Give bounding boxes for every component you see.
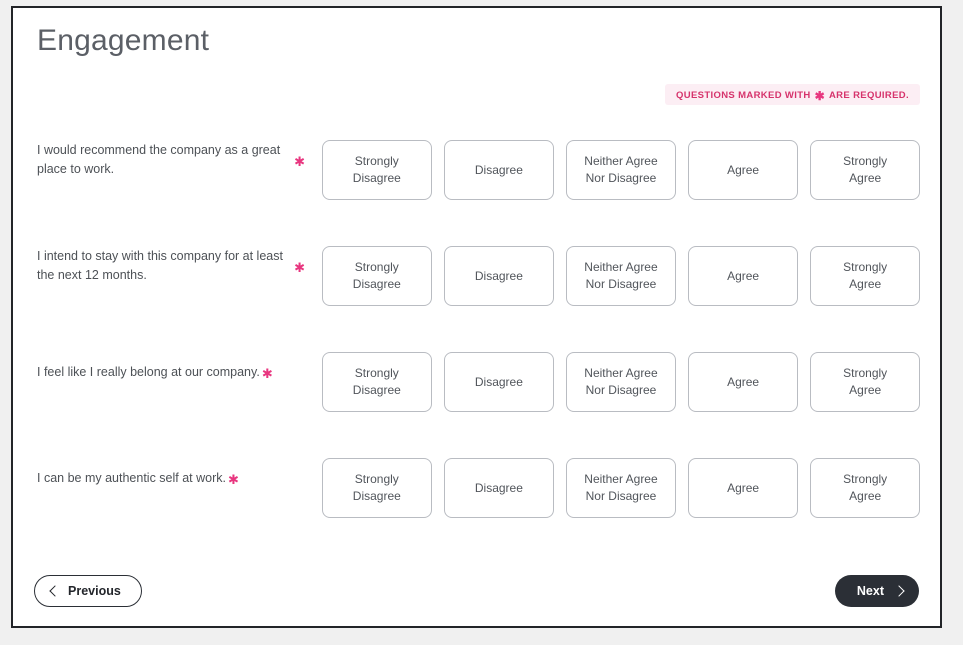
answer-options: Strongly Disagree Disagree Neither Agree <box>322 246 920 306</box>
question-label: I intend to stay with this company for a… <box>37 236 305 296</box>
option-agree[interactable]: Agree <box>688 458 798 518</box>
previous-button-label: Previous <box>68 584 121 598</box>
option-label-line1: Agree <box>727 268 760 283</box>
option-label-line2: Nor Disagree <box>585 489 657 503</box>
option-label-line2: Nor Disagree <box>585 383 657 397</box>
question-text: I feel like I really belong at our compa… <box>37 364 260 379</box>
required-notice-badge: QUESTIONS MARKED WITH ✱ ARE REQUIRED. <box>665 84 920 105</box>
chevron-right-icon <box>893 585 905 597</box>
question-label: I would recommend the company as a great… <box>37 130 305 190</box>
question-label: I feel like I really belong at our compa… <box>37 342 305 402</box>
option-label-line2: Disagree <box>352 171 401 185</box>
next-button[interactable]: Next <box>834 575 919 607</box>
option-label-line1: Agree <box>727 480 760 495</box>
option-label-line1: Neither Agree <box>584 366 658 380</box>
answer-options: Strongly Disagree Disagree Neither Agree <box>322 352 920 412</box>
asterisk-icon: ✱ <box>294 259 305 275</box>
option-label-line1: Strongly <box>843 154 888 168</box>
question-row: I can be my authentic self at work. ✱ St… <box>13 448 940 554</box>
question-text: I can be my authentic self at work. <box>37 470 226 485</box>
option-label-line1: Disagree <box>474 480 523 495</box>
option-label-line1: Neither Agree <box>584 260 658 274</box>
option-label-line1: Neither Agree <box>584 472 658 486</box>
option-label-line1: Disagree <box>474 162 523 177</box>
option-disagree[interactable]: Disagree <box>444 352 554 412</box>
option-label-line2: Disagree <box>352 383 401 397</box>
option-label-line2: Agree <box>849 277 882 291</box>
option-disagree[interactable]: Disagree <box>444 246 554 306</box>
question-row: I intend to stay with this company for a… <box>13 236 940 342</box>
question-text: I intend to stay with this company for a… <box>37 249 283 282</box>
answer-options: Strongly Disagree Disagree Neither Agree <box>322 140 920 200</box>
survey-footer: Previous Next <box>13 575 940 609</box>
option-label-line1: Strongly <box>354 260 399 274</box>
asterisk-icon: ✱ <box>294 153 305 169</box>
option-label-line1: Strongly <box>354 154 399 168</box>
chevron-left-icon <box>49 585 61 597</box>
option-label-line1: Strongly <box>843 472 888 486</box>
option-label-line2: Disagree <box>352 489 401 503</box>
option-label-line1: Neither Agree <box>584 154 658 168</box>
option-label-line1: Agree <box>727 374 760 389</box>
option-label-line2: Agree <box>849 489 882 503</box>
option-strongly-agree[interactable]: Strongly Agree <box>810 140 920 200</box>
question-list: I would recommend the company as a great… <box>13 130 940 554</box>
option-strongly-agree[interactable]: Strongly Agree <box>810 246 920 306</box>
option-agree[interactable]: Agree <box>688 246 798 306</box>
option-strongly-agree[interactable]: Strongly Agree <box>810 352 920 412</box>
required-notice-prefix: QUESTIONS MARKED WITH <box>676 89 811 101</box>
option-label-line2: Disagree <box>352 277 401 291</box>
previous-button[interactable]: Previous <box>34 575 142 607</box>
question-row: I would recommend the company as a great… <box>13 130 940 236</box>
option-strongly-disagree[interactable]: Strongly Disagree <box>322 352 432 412</box>
asterisk-icon: ✱ <box>227 471 239 487</box>
question-row: I feel like I really belong at our compa… <box>13 342 940 448</box>
option-strongly-disagree[interactable]: Strongly Disagree <box>322 246 432 306</box>
option-label-line1: Strongly <box>354 472 399 486</box>
option-agree[interactable]: Agree <box>688 140 798 200</box>
option-label-line1: Strongly <box>843 260 888 274</box>
option-disagree[interactable]: Disagree <box>444 458 554 518</box>
survey-page: Engagement QUESTIONS MARKED WITH ✱ ARE R… <box>13 8 940 626</box>
option-label-line2: Agree <box>849 383 882 397</box>
option-strongly-disagree[interactable]: Strongly Disagree <box>322 458 432 518</box>
option-label-line1: Disagree <box>474 374 523 389</box>
option-label-line2: Agree <box>849 171 882 185</box>
option-label-line1: Agree <box>727 162 760 177</box>
question-text: I would recommend the company as a great… <box>37 143 281 176</box>
option-strongly-agree[interactable]: Strongly Agree <box>810 458 920 518</box>
option-label-line1: Strongly <box>843 366 888 380</box>
option-label-line2: Nor Disagree <box>585 171 657 185</box>
option-label-line2: Nor Disagree <box>585 277 657 291</box>
next-button-label: Next <box>856 584 884 598</box>
option-strongly-disagree[interactable]: Strongly Disagree <box>322 140 432 200</box>
question-label: I can be my authentic self at work. ✱ <box>37 448 305 508</box>
asterisk-icon: ✱ <box>261 365 273 381</box>
option-neither-agree-nor-disagree[interactable]: Neither Agree Nor Disagree <box>566 246 676 306</box>
required-notice-suffix: ARE REQUIRED. <box>828 89 909 101</box>
survey-viewport: Engagement QUESTIONS MARKED WITH ✱ ARE R… <box>11 6 942 628</box>
answer-options: Strongly Disagree Disagree Neither Agree <box>322 458 920 518</box>
option-label-line1: Strongly <box>354 366 399 380</box>
asterisk-icon: ✱ <box>814 88 825 103</box>
option-disagree[interactable]: Disagree <box>444 140 554 200</box>
option-neither-agree-nor-disagree[interactable]: Neither Agree Nor Disagree <box>566 352 676 412</box>
option-neither-agree-nor-disagree[interactable]: Neither Agree Nor Disagree <box>566 140 676 200</box>
option-label-line1: Disagree <box>474 268 523 283</box>
page-title: Engagement <box>37 24 210 57</box>
option-agree[interactable]: Agree <box>688 352 798 412</box>
option-neither-agree-nor-disagree[interactable]: Neither Agree Nor Disagree <box>566 458 676 518</box>
